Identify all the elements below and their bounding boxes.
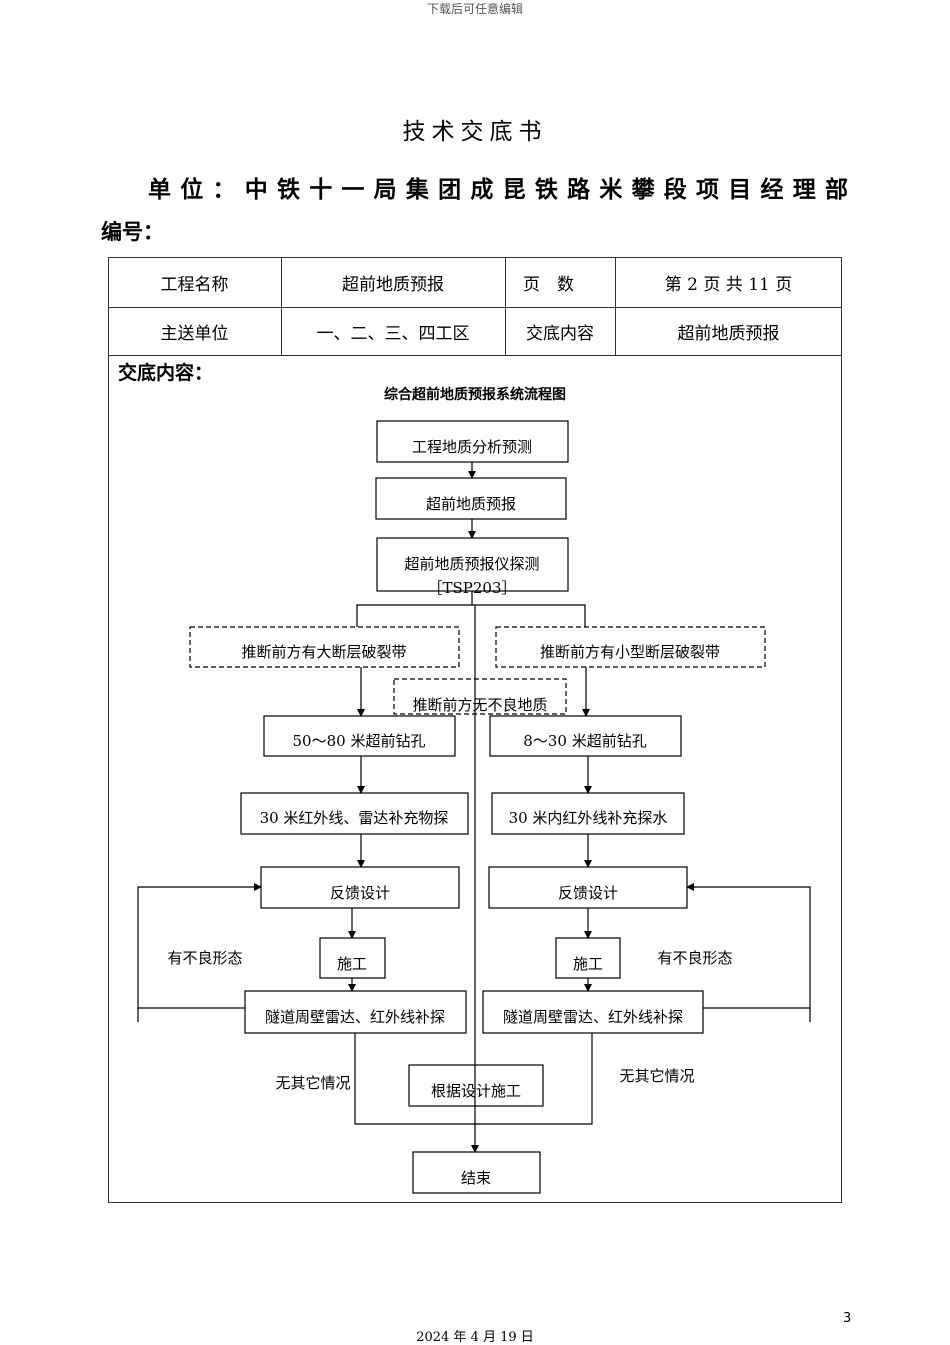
node-left-drill-label: 50～80 米超前钻孔 [293, 732, 426, 750]
unit-line: 单位：中铁十一局集团成昆铁路米攀段项目经理部 [148, 176, 848, 203]
table-col-divider [281, 257, 282, 355]
node-left-wall-label: 隧道周壁雷达、红外线补探 [265, 1008, 445, 1026]
content-topic-label: 交底内容 [526, 323, 594, 344]
content-label: 交底内容： [118, 362, 214, 384]
page-count-value: 第 2 页 共 11 页 [664, 274, 793, 295]
node-right-construct-label: 施工 [573, 955, 603, 973]
project-name-value: 超前地质预报 [342, 274, 444, 295]
node-tsp-line1: 超前地质预报仪探测 [404, 555, 539, 573]
right-bad-form-label: 有不良形态 [657, 949, 732, 967]
connector [475, 1033, 593, 1125]
recipient-value: 一、二、三、四工区 [316, 323, 470, 344]
node-right-wall-label: 隧道周壁雷达、红外线补探 [503, 1008, 683, 1026]
connector [137, 883, 262, 1009]
node-middle-branch [393, 678, 567, 715]
node-right-branch-label: 推断前方有小型断层破裂带 [540, 643, 720, 661]
footer-date: 2024 年 4 月 19 日 [416, 1330, 534, 1345]
left-bad-form-label: 有不良形态 [167, 949, 242, 967]
project-name-label: 工程名称 [160, 274, 229, 295]
node-left-probe [240, 792, 469, 835]
node-right-wall [482, 990, 704, 1034]
connector [354, 1033, 475, 1125]
node-end-label: 结束 [461, 1169, 491, 1187]
recipient-label: 主送单位 [160, 323, 229, 344]
node-right-probe-label: 30 米内红外线补充探水 [509, 809, 668, 827]
node-left-construct-label: 施工 [337, 955, 367, 973]
content-topic-value: 超前地质预报 [677, 323, 780, 344]
node-tsp-line2: ［TSP203］ [427, 579, 516, 597]
node-design-construct [408, 1064, 544, 1107]
node-geology-analysis-label: 工程地质分析预测 [412, 438, 532, 456]
node-left-feedback-label: 反馈设计 [330, 884, 390, 902]
document-title: 技术交底书 [402, 119, 548, 145]
disclosure-table [108, 257, 842, 1203]
table-col-divider [505, 257, 506, 355]
right-no-other-label: 无其它情况 [619, 1067, 694, 1085]
node-design-construct-label: 根据设计施工 [431, 1082, 521, 1100]
node-left-branch-label: 推断前方有大断层破裂带 [241, 643, 406, 661]
table-col-divider [615, 257, 616, 355]
node-right-feedback-label: 反馈设计 [558, 884, 618, 902]
page-number: 3 [843, 1311, 852, 1326]
table-row-divider [108, 355, 842, 356]
flowchart-title: 综合超前地质预报系统流程图 [384, 387, 566, 403]
header-note: 下载后可任意编辑 [426, 2, 523, 16]
code-label: 编号： [101, 220, 164, 244]
table-row-divider [108, 307, 842, 308]
node-left-probe-label: 30 米红外线、雷达补充物探 [260, 809, 449, 827]
node-advance-forecast-label: 超前地质预报 [426, 495, 516, 513]
left-no-other-label: 无其它情况 [275, 1074, 350, 1092]
node-right-drill-label: 8～30 米超前钻孔 [523, 732, 646, 750]
node-right-branch [495, 626, 766, 668]
page-count-label: 页 数 [523, 274, 574, 295]
connector [686, 883, 811, 1009]
node-left-branch [189, 626, 460, 668]
connector [356, 604, 586, 627]
node-middle-branch-label: 推断前方无不良地质 [412, 696, 547, 714]
